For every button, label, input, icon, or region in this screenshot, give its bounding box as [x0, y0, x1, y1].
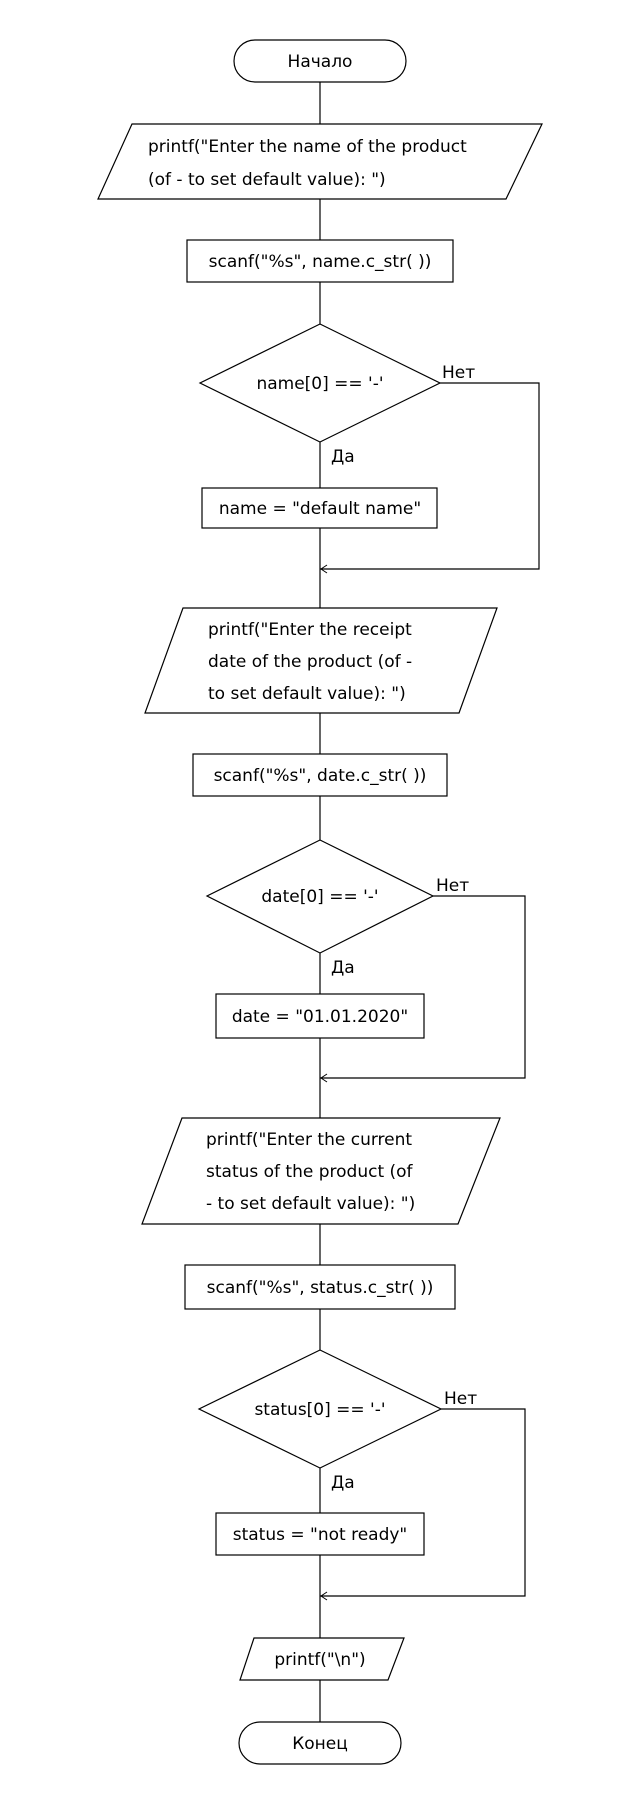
name-prompt-line-2: (of - to set default value): ") [148, 170, 386, 190]
date-yes-label: Да [331, 958, 355, 978]
date-prompt-line-1: printf("Enter the receipt [208, 620, 412, 640]
newline-print-io: printf("\n") [239, 1637, 405, 1681]
status-prompt-line-1: printf("Enter the current [206, 1130, 412, 1150]
name-check-decision: name[0] == '-' [198, 323, 442, 443]
end-label: Конец [292, 1734, 348, 1754]
date-scanf-label: scanf("%s", date.c_str( )) [214, 766, 427, 786]
name-scanf-process: scanf("%s", name.c_str( )) [186, 239, 454, 283]
status-check-label: status[0] == '-' [254, 1400, 385, 1420]
date-prompt-line-2: date of the product (of - [208, 652, 412, 672]
date-scanf-process: scanf("%s", date.c_str( )) [192, 753, 448, 797]
start-label: Начало [288, 52, 353, 72]
status-prompt-line-3: - to set default value): ") [206, 1194, 415, 1214]
end-terminal: Конец [238, 1721, 402, 1765]
status-scanf-process: scanf("%s", status.c_str( )) [184, 1264, 456, 1310]
date-default-label: date = "01.01.2020" [232, 1007, 408, 1027]
name-prompt-line-1: printf("Enter the name of the product [148, 137, 467, 157]
status-prompt-line-2: status of the product (of [206, 1162, 414, 1182]
newline-print-label: printf("\n") [274, 1650, 365, 1670]
date-prompt-io: printf("Enter the receipt date of the pr… [144, 607, 498, 714]
status-yes-label: Да [331, 1473, 355, 1493]
start-terminal: Начало [233, 39, 407, 83]
status-check-decision: status[0] == '-' [197, 1349, 443, 1469]
name-no-label: Нет [442, 363, 475, 383]
status-default-label: status = "not ready" [233, 1525, 408, 1545]
status-scanf-label: scanf("%s", status.c_str( )) [207, 1278, 434, 1298]
connectors [319, 82, 540, 1722]
date-check-label: date[0] == '-' [261, 887, 378, 907]
status-prompt-io: printf("Enter the current status of the … [141, 1117, 501, 1225]
date-check-decision: date[0] == '-' [205, 839, 435, 954]
name-default-label: name = "default name" [219, 499, 421, 519]
date-prompt-line-3: to set default value): ") [208, 684, 406, 704]
status-no-label: Нет [444, 1389, 477, 1409]
date-default-process: date = "01.01.2020" [215, 993, 425, 1039]
name-yes-label: Да [331, 447, 355, 467]
name-prompt-io: printf("Enter the name of the product (o… [97, 123, 543, 200]
name-check-label: name[0] == '-' [256, 374, 383, 394]
name-default-process: name = "default name" [201, 487, 438, 529]
status-default-process: status = "not ready" [215, 1512, 425, 1556]
name-scanf-label: scanf("%s", name.c_str( )) [209, 252, 432, 272]
date-no-label: Нет [436, 876, 469, 896]
